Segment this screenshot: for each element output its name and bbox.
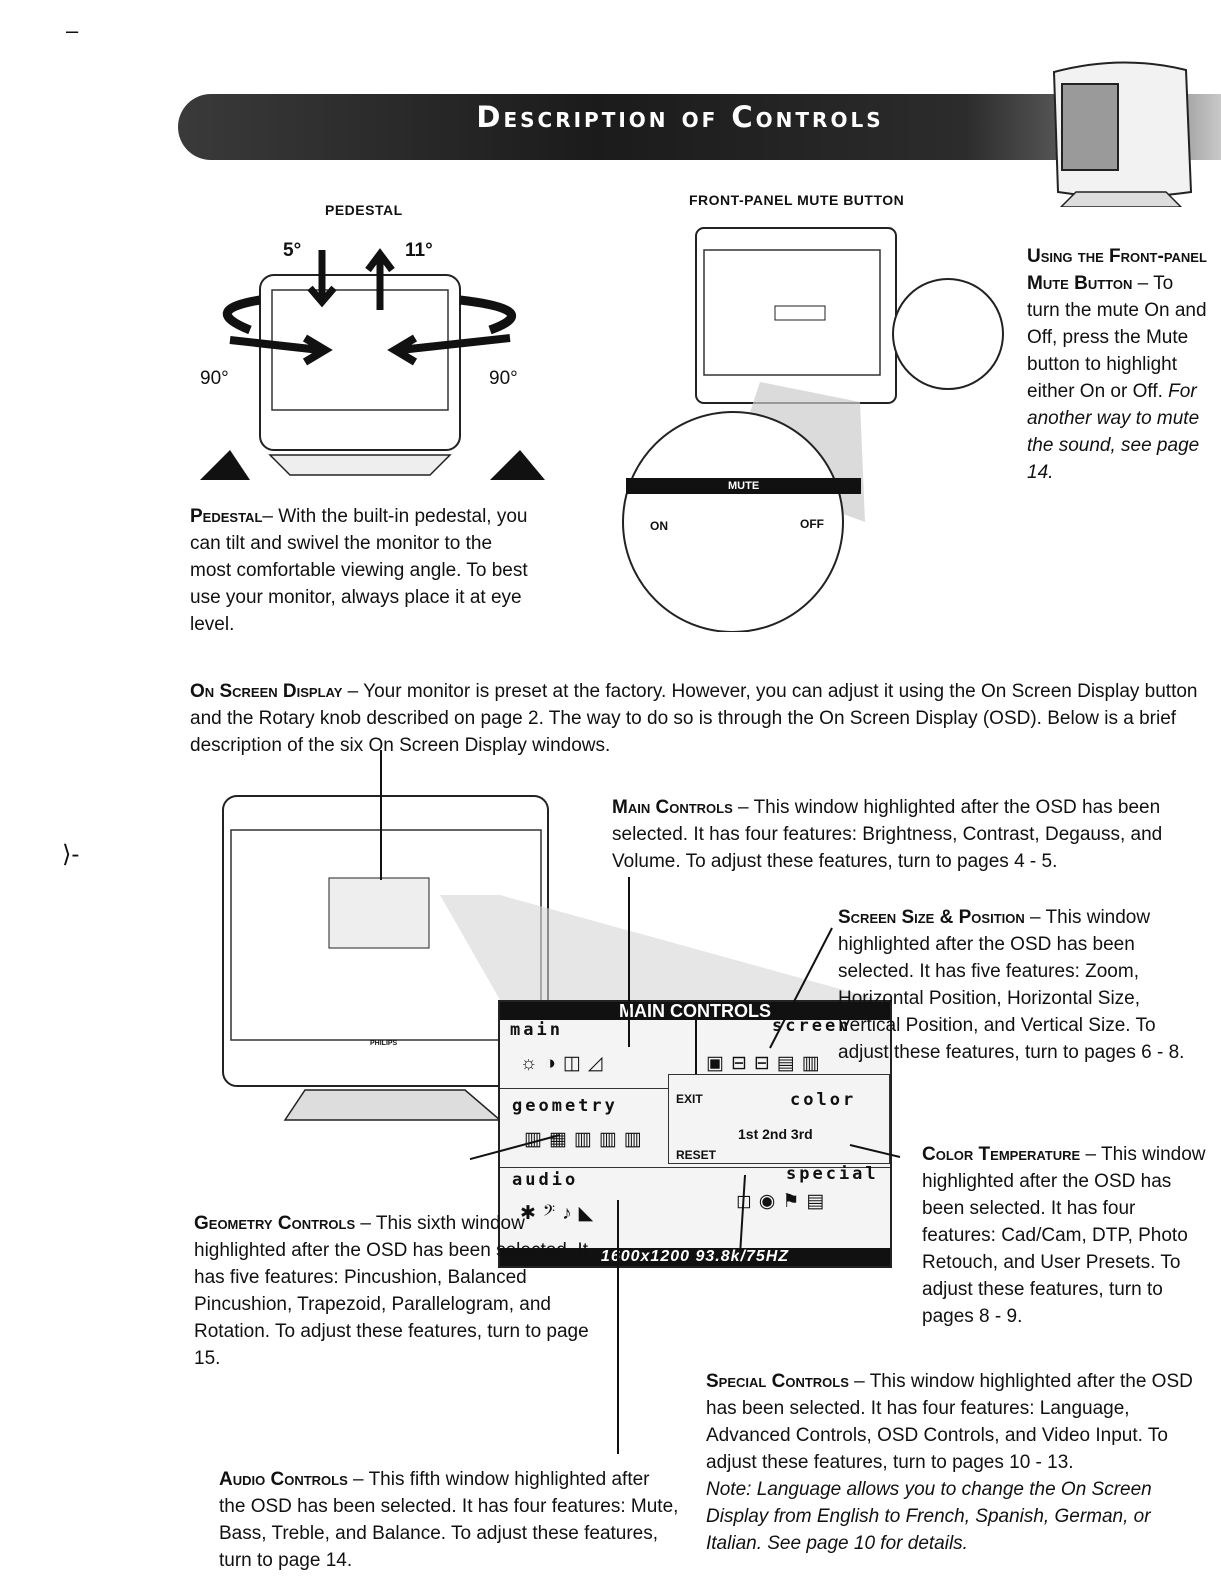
screen-controls-description: Screen Size & Position – This window hig… [838, 904, 1200, 1066]
geometry-controls-heading: Geometry Controls [194, 1213, 355, 1234]
swivel-left-angle: 90° [200, 368, 229, 390]
mute-caption: FRONT-PANEL MUTE BUTTON [689, 192, 904, 208]
page-title: Description of Controls [420, 100, 940, 134]
monitor-corner-illustration [1036, 52, 1206, 207]
geometry-controls-body: – This sixth window highlighted after th… [194, 1213, 589, 1369]
mute-heading: Using the Front-panel Mute Button [1027, 246, 1207, 294]
osd-intro: On Screen Display – Your monitor is pres… [190, 678, 1200, 759]
mute-illustration [620, 222, 1010, 632]
color-controls-body: – This window highlighted after the OSD … [922, 1144, 1206, 1327]
main-controls-description: Main Controls – This window highlighted … [612, 794, 1187, 875]
pedestal-illustration [190, 230, 555, 490]
audio-controls-description: Audio Controls – This fifth window highl… [219, 1466, 679, 1574]
mute-bar-label: MUTE [728, 480, 759, 492]
swivel-right-angle: 90° [489, 368, 518, 390]
page-dash: – [66, 18, 78, 44]
screen-controls-heading: Screen Size & Position [838, 907, 1025, 928]
screen-controls-body: – This window highlighted after the OSD … [838, 907, 1184, 1063]
pedestal-caption: PEDESTAL [325, 202, 403, 218]
color-controls-heading: Color Temperature [922, 1144, 1080, 1165]
osd-intro-heading: On Screen Display [190, 681, 342, 702]
mute-description: Using the Front-panel Mute Button – To t… [1027, 243, 1207, 486]
tilt-forward-angle: 11° [405, 240, 433, 262]
geometry-controls-description: Geometry Controls – This sixth window hi… [194, 1210, 594, 1372]
audio-controls-heading: Audio Controls [219, 1469, 348, 1490]
mute-off-label: OFF [800, 517, 824, 531]
pedestal-heading: Pedestal [190, 506, 262, 527]
special-controls-note: Note: Language allows you to change the … [706, 1479, 1152, 1554]
special-controls-description: Special Controls – This window highlight… [706, 1368, 1211, 1557]
special-controls-heading: Special Controls [706, 1371, 849, 1392]
monitor-brand: PHILIPS [370, 1040, 397, 1047]
color-controls-description: Color Temperature – This window highligh… [922, 1141, 1212, 1330]
osd-intro-body: – Your monitor is preset at the factory.… [190, 681, 1198, 756]
pedestal-description: Pedestal– With the built-in pedestal, yo… [190, 503, 530, 638]
main-controls-heading: Main Controls [612, 797, 733, 818]
margin-mark: ⟩- [62, 840, 79, 869]
tilt-back-angle: 5° [283, 240, 301, 262]
mute-on-label: ON [650, 519, 668, 533]
